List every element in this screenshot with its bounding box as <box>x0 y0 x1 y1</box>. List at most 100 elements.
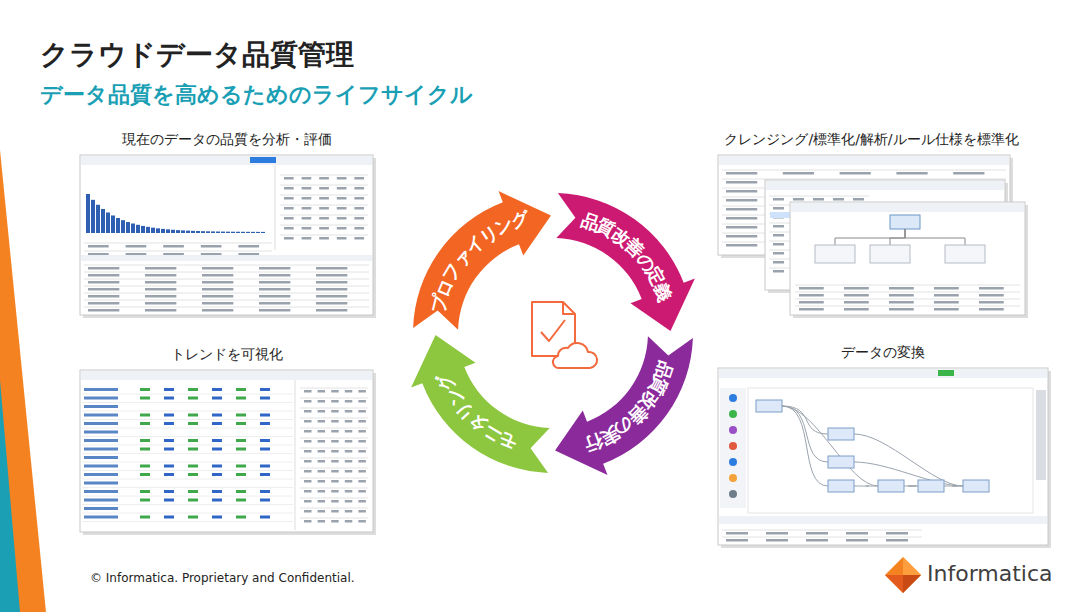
cell-text <box>979 301 1004 304</box>
panel-frame <box>80 370 373 532</box>
cycle-arrow: 品質改善の実行 <box>388 168 718 498</box>
cell-text <box>799 308 824 311</box>
cell-text <box>793 198 804 201</box>
canvas <box>748 388 1033 513</box>
edge-stripe <box>0 150 46 612</box>
row-name <box>84 431 118 434</box>
histogram-bar <box>161 229 165 233</box>
cell-text <box>145 274 176 277</box>
table-row <box>300 468 368 469</box>
histogram-bar <box>141 226 145 233</box>
cell-text <box>773 252 784 255</box>
cell-text <box>88 267 119 270</box>
row-name <box>84 388 118 391</box>
cell-text <box>337 207 347 210</box>
table-row <box>722 170 1006 171</box>
cell-text <box>331 400 338 403</box>
flow-link <box>782 406 828 486</box>
trend-mark <box>140 465 150 468</box>
histogram-bar <box>116 218 120 233</box>
trend-mark <box>164 516 174 519</box>
table-row <box>84 265 369 266</box>
mapping-screenshot <box>718 368 1051 548</box>
trend-mark <box>140 439 150 442</box>
flow-link <box>782 406 878 486</box>
cell-text <box>319 227 329 230</box>
table-row <box>300 398 368 399</box>
quality-icon <box>532 302 597 368</box>
table-row <box>300 488 368 489</box>
trend-mark <box>236 397 246 400</box>
trend-mark <box>260 465 270 468</box>
document-fold <box>563 302 575 314</box>
table-row <box>82 394 293 395</box>
row-name <box>84 414 118 417</box>
cell-text <box>345 390 352 393</box>
cell-text <box>202 302 233 305</box>
histogram-bar <box>236 232 240 233</box>
palette-icon <box>729 410 737 418</box>
logo-mark <box>885 557 921 593</box>
cell-text <box>896 172 927 175</box>
trend-mark <box>212 422 222 425</box>
trend-mark <box>164 490 174 493</box>
cell-text <box>316 309 347 312</box>
cell-text <box>202 274 233 277</box>
cell-text <box>318 430 325 433</box>
copyright-note: © Informatica. Proprietary and Confident… <box>90 571 355 585</box>
cell-text <box>354 197 364 200</box>
trend-mark <box>164 448 174 451</box>
palette-icon <box>729 442 737 450</box>
cell-text <box>934 308 959 311</box>
histogram-bar <box>206 231 210 233</box>
profile-screenshot <box>80 155 376 318</box>
trend-mark <box>140 499 150 502</box>
histogram-bar <box>226 232 230 233</box>
cell-text <box>304 500 311 503</box>
trend-mark <box>140 414 150 417</box>
cell-text <box>304 390 311 393</box>
cell-text <box>259 302 290 305</box>
cell-text <box>813 198 824 201</box>
histogram-bar <box>176 230 180 233</box>
tree-link <box>905 229 965 245</box>
cell-text <box>358 490 365 493</box>
cell-text <box>88 295 119 298</box>
histogram-bar <box>156 228 160 233</box>
row-name <box>84 456 118 459</box>
bottom-pane <box>719 516 1047 524</box>
trend-mark <box>164 473 174 476</box>
histogram-bar <box>101 209 105 233</box>
cell-text <box>88 281 119 284</box>
trend-mark <box>260 499 270 502</box>
trend-mark <box>164 499 174 502</box>
table-row <box>82 470 293 471</box>
cell-text <box>202 267 233 270</box>
table-row <box>300 448 368 449</box>
cell-text <box>846 532 868 535</box>
trend-mark <box>236 516 246 519</box>
histogram-bar <box>201 231 205 233</box>
cell-text <box>345 510 352 513</box>
trend-mark <box>260 490 270 493</box>
table-row <box>82 479 293 480</box>
histogram-bar <box>166 229 170 233</box>
table-row <box>300 478 368 479</box>
cell-text <box>726 199 757 202</box>
cell-text <box>844 301 869 304</box>
trend-mark <box>236 414 246 417</box>
cell-text <box>773 207 784 210</box>
cell-text <box>726 539 748 542</box>
histogram-bar <box>86 194 90 233</box>
cell-text <box>304 400 311 403</box>
cell-text <box>844 294 869 297</box>
cell-text <box>145 267 176 270</box>
cell-text <box>316 281 347 284</box>
cell-text <box>358 400 365 403</box>
cell-text <box>331 510 338 513</box>
cell-text <box>345 410 352 413</box>
histogram-bar <box>241 232 245 233</box>
cell-text <box>304 450 311 453</box>
trend-mark <box>260 439 270 442</box>
table-row <box>84 300 369 301</box>
